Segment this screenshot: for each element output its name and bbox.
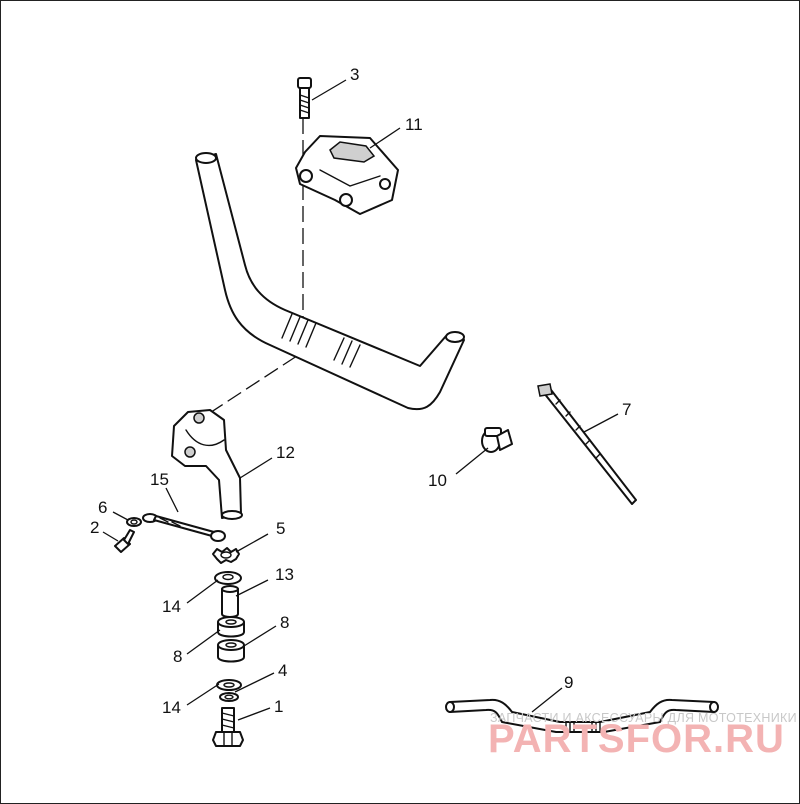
washer-part-6 xyxy=(126,517,142,527)
riser-part-12 xyxy=(171,409,243,520)
callout-8-right: 8 xyxy=(280,613,289,632)
handlebar-part-9 xyxy=(445,698,719,733)
callout-15: 15 xyxy=(150,470,169,489)
bolt-part-2 xyxy=(114,529,135,553)
handlebar-main xyxy=(195,152,465,411)
callout-14-lower: 14 xyxy=(162,698,181,717)
callout-11: 11 xyxy=(405,115,423,134)
watermark-tagline: ЗАПЧАСТИ И АКСЕССУАРЫ ДЛЯ МОТОТЕХНИКИ xyxy=(490,711,797,725)
ground-strap-part-15 xyxy=(142,513,226,542)
callout-6: 6 xyxy=(98,498,107,517)
callout-2: 2 xyxy=(90,518,99,537)
leader-lines xyxy=(102,79,619,721)
bushing-part-8-upper xyxy=(217,616,245,638)
callout-7: 7 xyxy=(622,400,631,419)
strap-part-7 xyxy=(537,383,637,505)
callout-14-upper: 14 xyxy=(162,597,181,616)
callout-8-left: 8 xyxy=(173,647,182,666)
callout-5: 5 xyxy=(276,519,285,538)
watermark: ЗАПЧАСТИ И АКСЕССУАРЫ ДЛЯ МОТОТЕХНИКИ PA… xyxy=(488,711,797,761)
callout-10: 10 xyxy=(428,471,447,490)
star-washer-part-5 xyxy=(212,547,240,564)
callout-12: 12 xyxy=(276,443,295,462)
callout-labels: 3 11 12 7 10 15 6 2 5 13 14 8 8 4 14 1 9 xyxy=(90,65,631,717)
bolt-part-1 xyxy=(212,707,244,747)
callout-1: 1 xyxy=(274,697,283,716)
lock-washer-part-4 xyxy=(219,692,239,702)
washer-part-14-upper xyxy=(214,571,242,585)
washer-part-14-lower xyxy=(216,679,242,691)
bushing-part-8-lower xyxy=(217,639,245,663)
callout-3: 3 xyxy=(350,65,359,84)
bolt-part-3 xyxy=(297,77,312,119)
callout-4: 4 xyxy=(278,661,287,680)
watermark-brand: PARTSFOR.RU xyxy=(488,717,785,761)
callout-9: 9 xyxy=(564,673,573,692)
callout-13: 13 xyxy=(275,565,294,584)
clamp-top-part-11 xyxy=(295,135,399,215)
spacer-part-13 xyxy=(221,585,239,618)
clip-part-10 xyxy=(481,427,513,453)
